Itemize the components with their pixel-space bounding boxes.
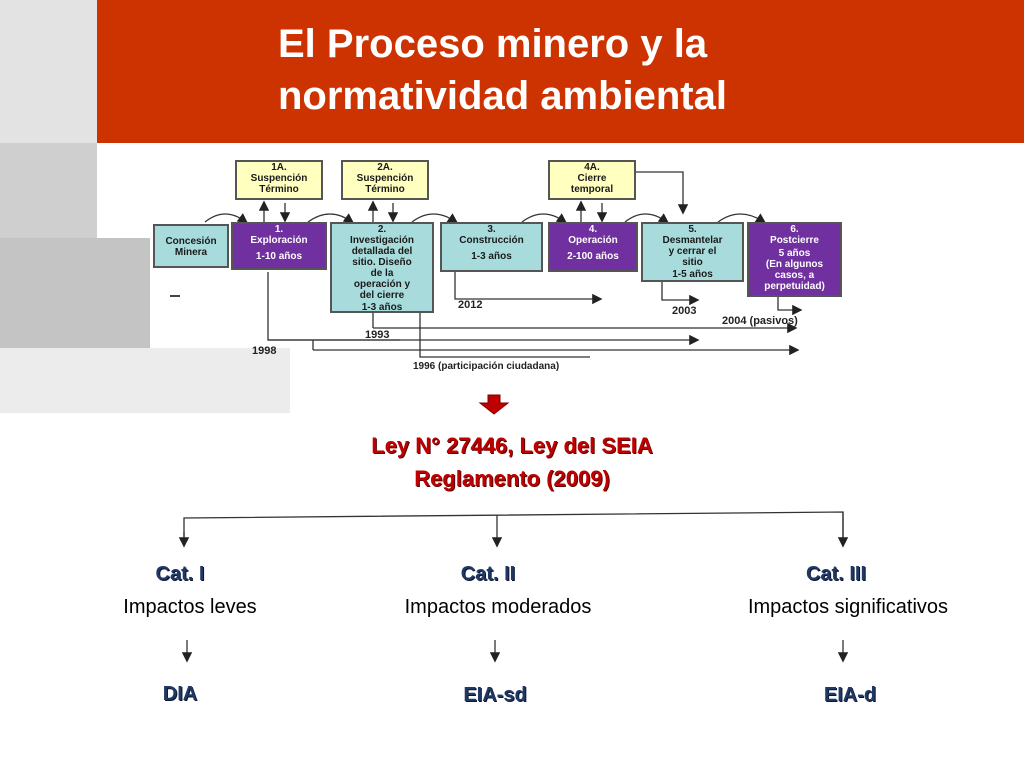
- category-3-name: Cat. III: [805, 563, 866, 585]
- category-3-document: EIA-d: [823, 684, 877, 706]
- category-2-description: Impactos moderados: [404, 596, 592, 618]
- category-2-name: Cat. II: [460, 563, 516, 585]
- header-bar: [97, 0, 1024, 143]
- suspension-box-1a: 1A.Suspención Término: [235, 160, 323, 200]
- timeline-label-1998: 1998: [252, 345, 277, 357]
- stage-exploracion: 1.Exploración 1-10 años: [231, 222, 327, 270]
- timeline-label-2003: 2003: [672, 305, 697, 317]
- stage-construccion: 3.Construcción 1-3 años: [440, 222, 543, 272]
- decorative-panel-top: [0, 0, 97, 143]
- stage-desmantelar: 5.Desmantelar y cerrar el sitio 1-5 años: [641, 222, 744, 282]
- stage-operacion: 4.Operación 2-100 años: [548, 222, 638, 272]
- stage-postcierre: 6.Postcierre 5 años (En algunos casos, a…: [747, 222, 842, 297]
- law-subtitle: Reglamento (2009): [414, 466, 610, 491]
- down-arrow-icon: [478, 394, 510, 415]
- decorative-photo: [0, 238, 150, 348]
- category-3-description: Impactos significativos: [747, 596, 949, 618]
- stage-investigacion: 2.Investigación detallada del sitio. Dis…: [330, 222, 434, 313]
- timeline-label-1996: 1996 (participación ciudadana): [413, 361, 560, 372]
- decorative-photo-faded: [0, 348, 290, 413]
- timeline-label-1993: 1993: [365, 329, 390, 341]
- category-1-name: Cat. I: [155, 563, 205, 585]
- law-title: Ley N° 27446, Ley del SEIA: [371, 433, 653, 458]
- category-2-document: EIA-sd: [463, 684, 527, 706]
- page-title: El Proceso minero y la normatividad ambi…: [278, 22, 727, 118]
- decorative-panel-mid: [0, 143, 97, 238]
- suspension-box-2a: 2A.Suspención Término: [341, 160, 429, 200]
- timeline-label-2012: 2012: [458, 299, 483, 311]
- suspension-box-4a: 4A.Cierre temporal: [548, 160, 636, 200]
- stage-concesion-minera: Concesión Minera: [153, 224, 229, 268]
- category-1-description: Impactos leves: [123, 596, 257, 618]
- category-1-document: DIA: [162, 683, 198, 705]
- timeline-label-2004: 2004 (pasivos): [722, 315, 798, 327]
